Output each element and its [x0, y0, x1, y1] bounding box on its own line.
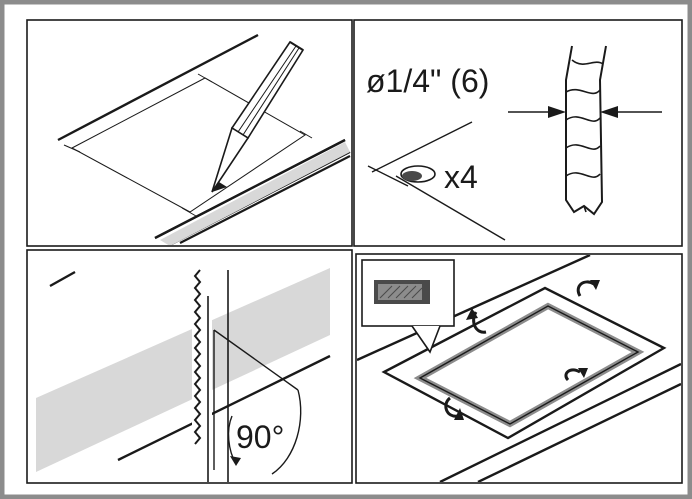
cooktop-frame [381, 286, 667, 440]
countertop-slab [36, 268, 330, 472]
angle-label: 90° [236, 419, 284, 455]
dimension-arrows [508, 106, 662, 118]
hole-count-label: x4 [444, 159, 478, 195]
marked-rectangle [70, 77, 306, 213]
panel-saw-cut: 90° [26, 249, 353, 484]
clamp-icon [444, 280, 600, 420]
angle-indicator [213, 329, 302, 475]
clamp-detail-inset [361, 259, 455, 354]
drill-bit-icon [565, 45, 607, 216]
panel-drill-holes: ø1/4" (6) x4 [353, 19, 683, 247]
pencil-icon [211, 40, 305, 193]
panel-mark-cutout [26, 19, 353, 247]
drill-size-label: ø1/4" (6) [366, 63, 489, 99]
saw-blade-icon [193, 269, 202, 445]
panel-install-clamps [355, 253, 683, 484]
